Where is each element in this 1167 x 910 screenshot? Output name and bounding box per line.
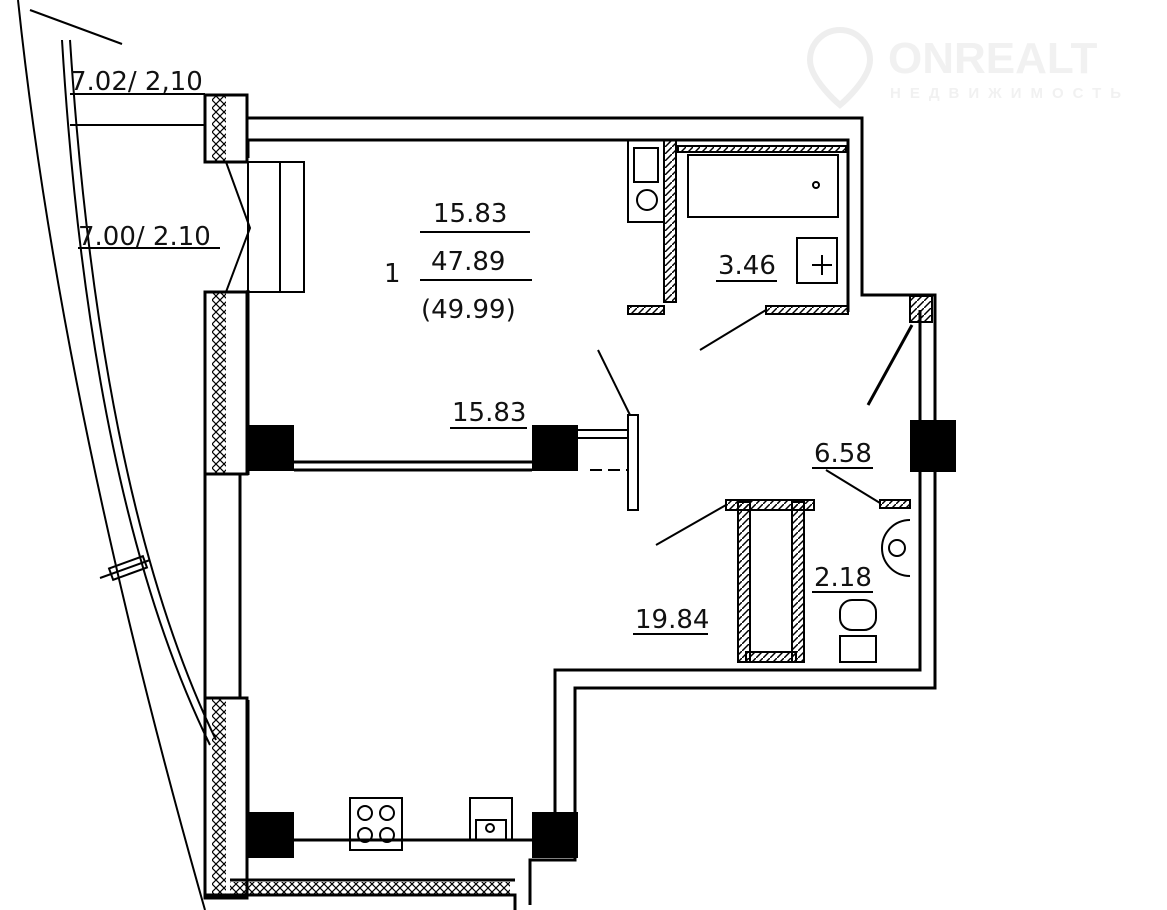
boiler — [627, 139, 665, 223]
bathtub — [687, 154, 839, 218]
living-area-summary: 15.83 — [433, 199, 507, 229]
stove-icon — [349, 797, 403, 851]
doors — [578, 309, 936, 546]
watermark-subtitle: НЕДВИЖИМОСТЬ — [890, 85, 1130, 102]
rooms-count: 1 — [384, 259, 401, 289]
partitions — [627, 139, 933, 663]
watermark-logo: ONREALT НЕДВИЖИМОСТЬ — [806, 26, 1130, 109]
sink-icon — [796, 237, 838, 284]
watermark-brand: ONREALT — [888, 34, 1098, 83]
total-with-balcony: (49.99) — [421, 295, 516, 325]
room-area-bathroom: 3.46 — [718, 251, 776, 281]
columns — [248, 420, 956, 858]
window-wall-hatch — [212, 698, 226, 898]
total-area: 47.89 — [431, 247, 505, 277]
window-wall-hatch — [230, 882, 510, 894]
balcony-label-top: 7.02/ 2,10 — [70, 67, 203, 97]
room-area-kitchen: 19.84 — [635, 605, 709, 635]
fixtures — [349, 139, 911, 851]
room-area-toilet: 2.18 — [814, 563, 872, 593]
balcony — [17, 0, 220, 910]
window-wall-hatch — [212, 95, 226, 162]
washbasin — [881, 519, 911, 577]
room-area-hallway: 6.58 — [814, 439, 872, 469]
room-area-living: 15.83 — [452, 398, 526, 428]
window-frame — [225, 161, 305, 293]
window-wall-hatch — [212, 292, 226, 474]
balcony-label-bottom: 7.00/ 2.10 — [78, 222, 211, 252]
toilet-icon — [839, 599, 877, 631]
